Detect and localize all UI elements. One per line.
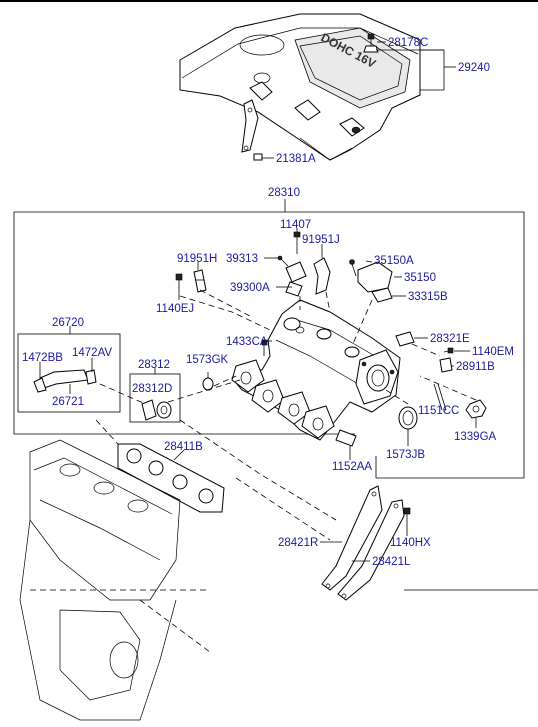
stud-1151cc [433, 383, 447, 411]
top-border [0, 0, 538, 2]
label-39300a: 39300A [230, 282, 270, 294]
clip-28911b [439, 357, 453, 373]
stay-28421r [321, 485, 383, 591]
label-1152aa: 1152AA [332, 461, 372, 473]
label-26721: 26721 [52, 396, 84, 408]
leader-28411b [173, 449, 185, 461]
leaders-box [178, 228, 477, 460]
engine-cover: DOHC 16V [179, 13, 421, 161]
label-28321e: 28321E [430, 333, 470, 345]
label-1140em: 1140EM [472, 346, 514, 358]
label-1433ca: 1433CA [226, 336, 268, 348]
leaders-top [262, 41, 456, 159]
label-28310: 28310 [268, 187, 300, 199]
label-39313: 39313 [226, 253, 258, 265]
label-1151cc: 1151CC [418, 405, 459, 417]
label-28421l: 28421L [372, 556, 411, 568]
bracket-91951j [313, 257, 331, 295]
label-1573gk: 1573GK [186, 354, 229, 366]
assembly-box-upper [14, 211, 525, 479]
label-28312d: 28312D [132, 383, 172, 395]
nut-1339ga [465, 399, 487, 419]
dashed-lower [95, 419, 337, 541]
label-35150: 35150 [404, 272, 436, 284]
label-1140hx: 1140HX [390, 537, 431, 549]
valve-35150 [349, 259, 393, 303]
sensor-subassembly-28312 [129, 368, 181, 423]
assembly-box-left [13, 212, 355, 435]
plug-1433ca [261, 339, 268, 356]
bolt-1140em [443, 347, 454, 354]
gasket-1573jb [398, 406, 418, 430]
assembly-box-lower [375, 456, 518, 479]
bolt-1140hx [403, 507, 411, 532]
label-33315b: 33315B [408, 291, 448, 303]
intake-manifold [231, 299, 401, 447]
label-28911b: 28911B [456, 361, 495, 373]
label-28178c: 28178C [388, 37, 428, 49]
label-1339ga: 1339GA [454, 431, 497, 443]
label-26720: 26720 [52, 317, 84, 329]
bracket-21381a [241, 99, 263, 161]
label-28411b: 28411B [164, 441, 203, 453]
leaders-lower [320, 532, 408, 562]
label-11407: 11407 [280, 219, 311, 231]
label-1573jb: 1573JB [386, 449, 425, 461]
hose-28321e [395, 331, 415, 347]
label-28312: 28312 [138, 359, 170, 371]
gasket-28411b [117, 443, 225, 513]
bolt-1140ej [175, 273, 183, 296]
washer-1573gk [202, 377, 214, 391]
sensor-39313 [277, 255, 307, 297]
bolt-28178c [363, 33, 379, 53]
hose-subassembly [17, 326, 121, 413]
stay-28421l [337, 499, 405, 601]
label-1472av: 1472AV [72, 347, 112, 359]
label-91951j: 91951J [302, 234, 340, 246]
label-28421r: 28421R [278, 537, 318, 549]
bolt-11407 [293, 231, 301, 254]
label-1140ej: 1140EJ [156, 303, 194, 315]
label-21381a: 21381A [276, 153, 316, 165]
label-1472bb: 1472BB [22, 352, 63, 364]
label-35150a: 35150A [374, 255, 414, 267]
bracket-91951h [193, 269, 207, 293]
cylinder-head [19, 439, 211, 721]
label-29240: 29240 [458, 62, 490, 74]
label-91951h: 91951H [177, 253, 217, 265]
